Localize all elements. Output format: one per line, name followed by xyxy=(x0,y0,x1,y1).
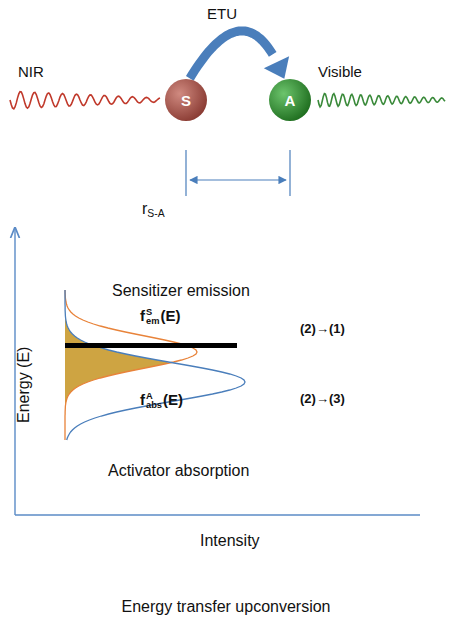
label-group: (2)→(3) xyxy=(300,392,345,406)
distance-bracket xyxy=(186,150,290,196)
label-text: (2)→(1) xyxy=(300,321,345,336)
caption: Energy transfer upconversion xyxy=(122,598,331,616)
axis-label: Energy (E) xyxy=(15,347,33,423)
subscript: abs xyxy=(146,401,162,410)
etu-arrow xyxy=(190,31,289,79)
script-stack: Sem xyxy=(146,308,159,327)
label-group: NIR xyxy=(18,64,44,81)
particle-letter: S xyxy=(181,92,191,109)
label-group: rS-A xyxy=(142,200,165,219)
label-group: fSem(E) xyxy=(140,308,180,327)
particle-letter: A xyxy=(285,92,296,109)
label-text: Intensity xyxy=(200,532,260,549)
emission-curve xyxy=(65,290,197,440)
subscript: S-A xyxy=(147,208,164,219)
particle-circle: A xyxy=(268,78,312,122)
superscript: A xyxy=(146,392,162,401)
label-text: (E) xyxy=(160,307,180,324)
label-text: Activator absorption xyxy=(108,462,249,479)
particle-circle: S xyxy=(164,78,208,122)
label-text: (E) xyxy=(163,391,183,408)
script-stack: Aabs xyxy=(146,392,162,411)
label-text: Visible xyxy=(318,63,362,80)
visible-wave xyxy=(318,94,445,107)
energy-level-bar xyxy=(65,343,237,348)
superscript: S xyxy=(146,308,159,317)
label-text: NIR xyxy=(18,63,44,80)
label-text: Sensitizer emission xyxy=(112,282,250,299)
label-group: Intensity xyxy=(200,532,260,550)
label-text: f xyxy=(140,307,145,324)
edge-label: ETU xyxy=(207,6,237,23)
label-group: (2)→(1) xyxy=(300,322,345,336)
label-group: fAabs(E) xyxy=(140,392,183,411)
label-group: Activator absorption xyxy=(108,462,249,480)
label-text: f xyxy=(140,391,145,408)
label-group: Sensitizer emission xyxy=(112,282,250,300)
label-text: r xyxy=(142,200,147,217)
subscript: em xyxy=(146,317,159,326)
nir-wave xyxy=(10,92,160,109)
label-group: Visible xyxy=(318,64,362,81)
label-text: (2)→(3) xyxy=(300,391,345,406)
spectral-overlap xyxy=(65,290,168,440)
axes xyxy=(15,228,420,515)
absorption-curve xyxy=(65,290,245,440)
